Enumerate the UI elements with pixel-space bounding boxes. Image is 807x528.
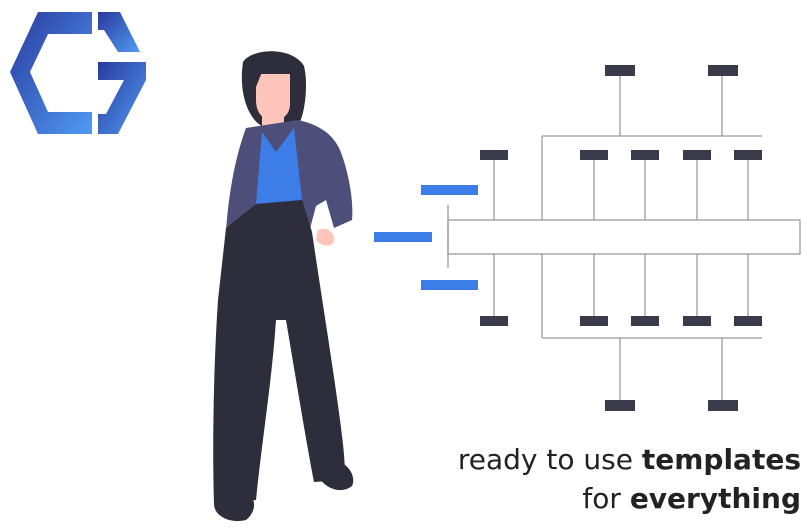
diagram-nodes	[480, 65, 762, 411]
tagline-line-2-plain: for	[582, 482, 630, 515]
tree-diagram-icon	[447, 76, 801, 400]
tagline-line-2-bold: everything	[629, 482, 801, 515]
woman-illustration-icon	[213, 51, 354, 522]
accent-bars	[374, 185, 478, 290]
tagline-line-2: for everything	[582, 481, 801, 517]
gradient-hexagon-logo-icon	[10, 12, 146, 134]
tagline-line-1: ready to use templates	[458, 442, 801, 478]
tagline-line-1-plain: ready to use	[457, 443, 642, 476]
tagline-line-1-bold: templates	[641, 443, 801, 476]
